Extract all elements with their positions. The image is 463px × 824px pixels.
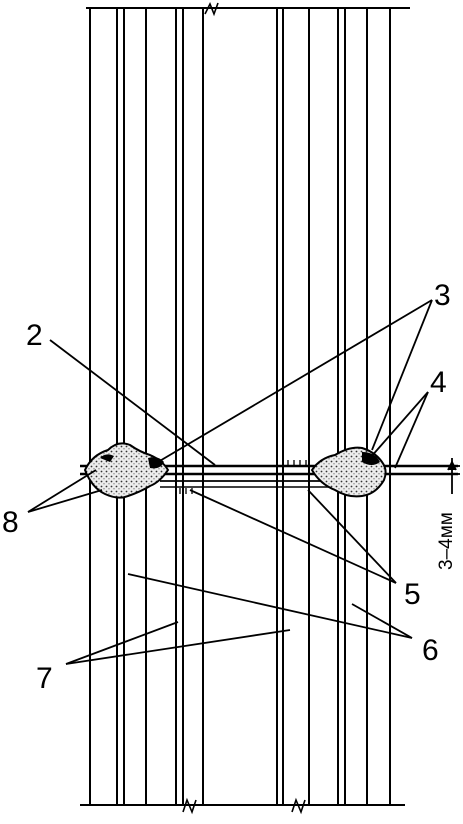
dimension-label: 3–4мм [436, 512, 457, 570]
callout-6: 6 [422, 634, 439, 667]
callout-3: 3 [434, 279, 451, 312]
right-gasket [362, 452, 380, 465]
right-sealant-blob [310, 446, 387, 498]
callout-8: 8 [2, 506, 19, 539]
bottom-break-mark-left [182, 797, 197, 815]
left-sealant-blob [83, 442, 170, 499]
top-break-mark [204, 2, 219, 17]
border-lines [80, 2, 410, 815]
callout-2: 2 [26, 319, 43, 352]
joint-band [80, 442, 458, 499]
bottom-break-mark-right [291, 797, 306, 815]
leader-lines [27, 299, 433, 665]
callout-7: 7 [36, 662, 53, 695]
dimension-marker [444, 458, 460, 494]
vertical-lines [89, 8, 391, 805]
callout-4: 4 [430, 366, 447, 399]
callout-5: 5 [404, 578, 421, 611]
